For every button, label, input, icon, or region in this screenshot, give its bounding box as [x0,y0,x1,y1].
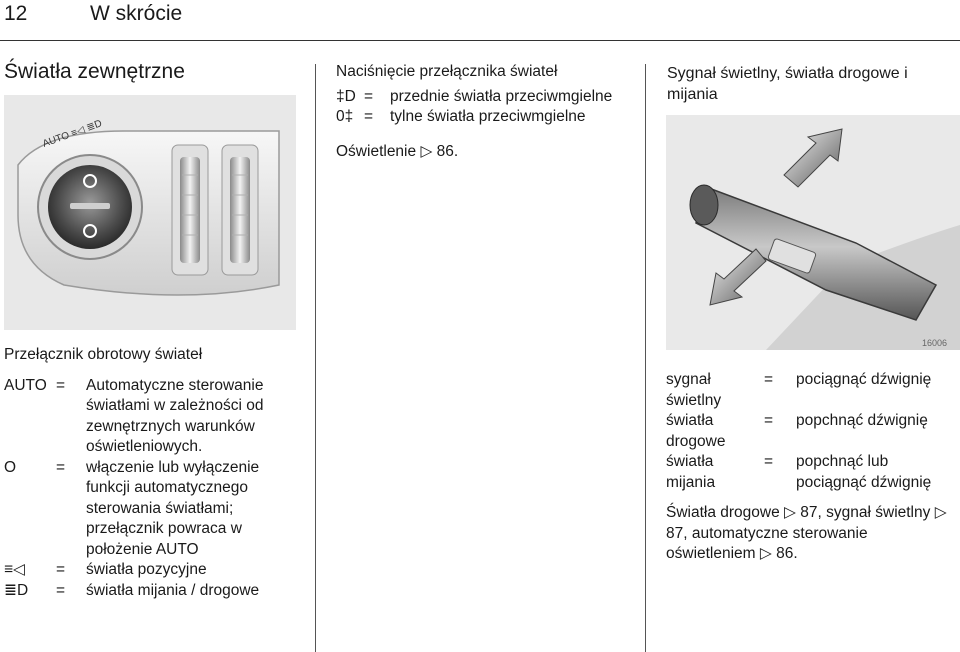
item-description: przednie światła przeciwmgielne [390,87,613,105]
equals-sign: = [56,458,66,476]
ref-page-1: 87, sygnał świetlny [800,504,931,521]
lighting-ref-page: 86. [436,142,459,160]
lever-drawing: 16006 [666,115,960,350]
page-ref-arrow-icon: ▷ [420,142,433,160]
lighting-ref-label: Oświetlenie [336,142,417,160]
rear-fog-light-icon: 0‡ [336,108,354,125]
ref-page-2: 87, automatyczne sterowanie oświetleniem [666,524,868,563]
table-value: popchnąć dźwignię [796,412,928,429]
item-description: tylne światła przeciwmgielne [390,108,586,125]
equals-sign: = [56,581,66,599]
ref-high-beam: Światła drogowe [666,504,780,521]
parking-lights-icon: ≡◁ [4,561,25,578]
list-item-front-fog: ‡D = przednie światła przeciwmgielne [336,87,636,108]
equals-sign: = [364,108,374,125]
section-title-flash-beam: Sygnał świetlny, światła drogowe i mijan… [667,65,908,103]
equals-sign: = [764,412,774,429]
table-key: sygnał świetlny [666,371,722,409]
section-title-exterior-lights: Światła zewnętrzne [4,60,185,83]
symbol-o: O [4,458,17,476]
equals-sign: = [764,371,774,388]
column-divider-1 [315,64,316,652]
table-row: światła mijania = popchnąć lub pociągnąć… [666,452,958,493]
fog-lights-intro: Naciśnięcie przełącznika świateł [336,63,558,80]
page-ref-arrow-icon: ▷ [759,545,772,562]
list-item-low-high-beam: ≣D = światła mijania / drogowe [4,581,304,602]
lighting-reference[interactable]: Oświetlenie ▷ 86. [336,142,636,163]
page-ref-arrow-icon: ▷ [934,504,947,521]
page-ref-arrow-icon: ▷ [784,504,796,521]
turn-signal-lever-illustration: 16006 [666,115,960,350]
item-text: włączenie lub wyłączenie funkcji automat… [86,458,260,558]
header-rule [0,40,960,41]
table-key: światła mijania [666,453,716,491]
item-description: światła pozycyjne [86,561,207,578]
item-text-auto: AUTO [155,540,199,558]
item-description: włączenie lub wyłączenie funkcji automat… [86,458,304,561]
image-code: 16006 [922,338,947,348]
table-row: światła drogowe = popchnąć dźwignię [666,411,958,452]
section1-text: Przełącznik obrotowy świateł AUTO = Auto… [4,345,304,601]
list-item-auto: AUTO = Automatyczne sterowanie światłami… [4,376,304,458]
table-value: pociągnąć dźwignię [796,371,932,388]
chapter-title: W skrócie [90,2,183,25]
list-item-parking-lights: ≡◁ = światła pozycyjne [4,560,304,581]
page-number: 12 [4,2,28,25]
equals-sign: = [364,87,374,105]
equals-sign: = [56,376,66,394]
low-beam-icon: ≣D [4,581,29,599]
symbol-auto: AUTO [4,376,47,394]
column-divider-2 [645,64,646,652]
ref-page-3: 86. [776,545,798,562]
table-row: sygnał świetlny = pociągnąć dźwignię [666,370,958,411]
light-switch-drawing: AUTO ≡◁ ≣D [4,95,296,330]
equals-sign: = [764,453,774,470]
equals-sign: = [56,561,66,578]
section2-text: Naciśnięcie przełącznika świateł ‡D = pr… [336,62,636,162]
item-description: Automatyczne sterowanie światłami w zale… [86,376,264,456]
list-item-rear-fog: 0‡ = tylne światła przeciwmgielne [336,107,636,128]
item-description: światła mijania / drogowe [86,581,260,599]
table-key: światła drogowe [666,412,726,450]
cross-references[interactable]: Światła drogowe ▷ 87, sygnał świetlny ▷ … [666,503,958,565]
section3-text: sygnał świetlny = pociągnąć dźwignię świ… [666,370,958,565]
list-item-o: O = włączenie lub wyłączenie funkcji aut… [4,458,304,561]
switch-caption: Przełącznik obrotowy świateł [4,346,203,363]
front-fog-light-icon: ‡D [336,87,356,105]
table-value: popchnąć lub pociągnąć dźwignię [796,453,932,491]
light-switch-illustration: AUTO ≡◁ ≣D [4,95,296,330]
